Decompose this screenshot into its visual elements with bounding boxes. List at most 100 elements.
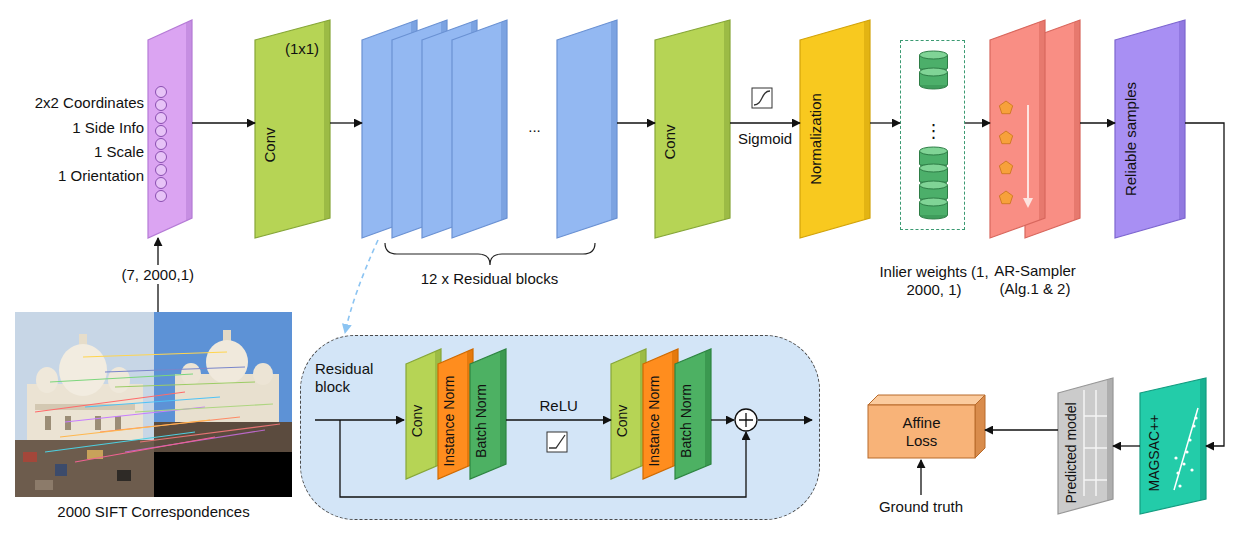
conv-layer: (1x1) Conv xyxy=(255,20,330,238)
text-holder: 1 Scale xyxy=(14,143,144,161)
slab-face xyxy=(655,20,730,238)
node-label: 2x2 Coordinates xyxy=(35,94,144,111)
text-holder: Affine Loss xyxy=(868,405,975,458)
point-dot xyxy=(1185,450,1188,453)
text-holder: Instance Norm xyxy=(441,375,458,466)
node-label: 1 Side Info xyxy=(72,119,144,136)
node-label: 12 x Residual blocks xyxy=(421,270,559,287)
drawn-shape xyxy=(206,340,248,384)
text-holder: Inlier weights (1, 2000, 1) xyxy=(879,263,989,299)
cylinder-top xyxy=(920,198,948,206)
node-label: (1x1) xyxy=(285,40,319,57)
node-label: Conv xyxy=(261,127,278,162)
residual-block-stack: ...12 x Residual blocks xyxy=(362,20,617,238)
slab-side xyxy=(864,20,870,220)
drawn-shape xyxy=(35,392,185,412)
node-label: ⋮ xyxy=(925,121,943,141)
slab-face xyxy=(990,20,1045,238)
cylinder-edge xyxy=(919,168,920,181)
cylinder-edge xyxy=(919,151,920,164)
sampling-arrow xyxy=(1027,105,1029,200)
drawn-shape xyxy=(140,424,280,442)
slab-side xyxy=(611,20,617,220)
connector-arrow xyxy=(965,122,990,123)
fitted-line xyxy=(1174,408,1198,490)
magsac-slab: MAGSAC++ xyxy=(1140,378,1206,514)
slab-face xyxy=(438,349,473,479)
batch-norm-layer: Batch Norm xyxy=(675,349,711,479)
drawn-shape xyxy=(83,352,227,357)
cylinder-top xyxy=(920,181,948,189)
slab-side xyxy=(500,349,506,467)
sample-marker xyxy=(999,131,1012,144)
connector-arrow xyxy=(192,122,255,123)
cylinder-top xyxy=(920,164,948,172)
point-dot xyxy=(1192,424,1195,427)
slab-face xyxy=(643,349,678,479)
node-label: Normalization xyxy=(807,93,824,185)
drawn-shape xyxy=(754,91,770,105)
node-label: Conv xyxy=(661,124,678,159)
inlier-weights-box: ⋮Inlier weights (1, 2000, 1) xyxy=(900,40,965,230)
cube-front xyxy=(868,405,975,458)
point-dot xyxy=(1182,462,1185,465)
instance-norm-layer: Instance Norm xyxy=(438,349,473,479)
drawn-shape xyxy=(23,452,37,462)
drawn-shape xyxy=(85,397,220,407)
grid-line xyxy=(1084,415,1107,417)
text-holder: Conv xyxy=(614,405,631,438)
input-image: 2000 SIFT Correspondences xyxy=(15,312,292,497)
drawn-shape xyxy=(135,404,273,412)
feature-disc xyxy=(156,152,167,163)
edge-label: Sigmoid xyxy=(738,130,792,147)
reliable-samples-slab: Reliable samples xyxy=(1115,20,1185,238)
photo-pair-illustration xyxy=(15,312,292,497)
feature-disc xyxy=(156,113,167,124)
left-crowd xyxy=(15,440,154,497)
drawn-shape xyxy=(50,374,193,382)
drawn-shape xyxy=(115,382,255,387)
node-label: Batch Norm xyxy=(678,384,694,458)
slab-side xyxy=(1200,378,1206,500)
node-label: MAGSAC++ xyxy=(1146,414,1162,491)
black-padding xyxy=(154,452,292,497)
connector-arrow xyxy=(506,419,611,420)
cylinder-top xyxy=(920,68,948,76)
connector-arrow xyxy=(1185,123,1224,446)
drawn-shape xyxy=(752,88,772,108)
node-label: AR-Sampler (Alg.1 & 2) xyxy=(994,262,1076,297)
connector-arrow xyxy=(1080,122,1115,123)
instance-norm-layer: Instance Norm xyxy=(643,349,678,479)
slab-face xyxy=(611,349,646,479)
drawn-shape xyxy=(547,432,567,452)
text-holder: Batch Norm xyxy=(678,384,695,458)
batch-norm-layer: Batch Norm xyxy=(470,349,506,479)
slab-face xyxy=(1115,20,1185,238)
text-holder: 12 x Residual blocks xyxy=(362,270,617,288)
point-dot xyxy=(1194,416,1197,419)
drawn-shape xyxy=(45,432,195,452)
edge-label-holder: Sigmoid xyxy=(738,130,792,148)
text-holder: Reliable samples xyxy=(1122,82,1140,196)
slab-face xyxy=(148,20,192,238)
slab-face xyxy=(1058,378,1113,514)
node-label: Predicted model xyxy=(1063,402,1079,503)
point-dot xyxy=(1178,484,1181,487)
drawn-shape xyxy=(55,464,67,476)
ar-sampler-outline xyxy=(990,20,1080,238)
text-holder: ⋮ xyxy=(901,121,966,143)
drawn-shape xyxy=(35,480,53,490)
edge-label-holder: ReLU xyxy=(540,397,578,415)
connector-arrow xyxy=(985,429,1058,430)
node-label: Inlier weights (1, 2000, 1) xyxy=(879,263,988,298)
slab-side xyxy=(1107,378,1113,501)
text-holder: Conv xyxy=(661,124,679,159)
point-dot xyxy=(1174,456,1177,459)
text-holder: Instance Norm xyxy=(646,375,663,466)
slab-face xyxy=(1140,378,1206,514)
node-label: Affine Loss xyxy=(890,414,954,450)
connector-arrow xyxy=(1113,445,1140,446)
drawn-shape xyxy=(549,435,565,448)
text-holder: ... xyxy=(512,118,557,136)
slab-face xyxy=(800,20,870,238)
